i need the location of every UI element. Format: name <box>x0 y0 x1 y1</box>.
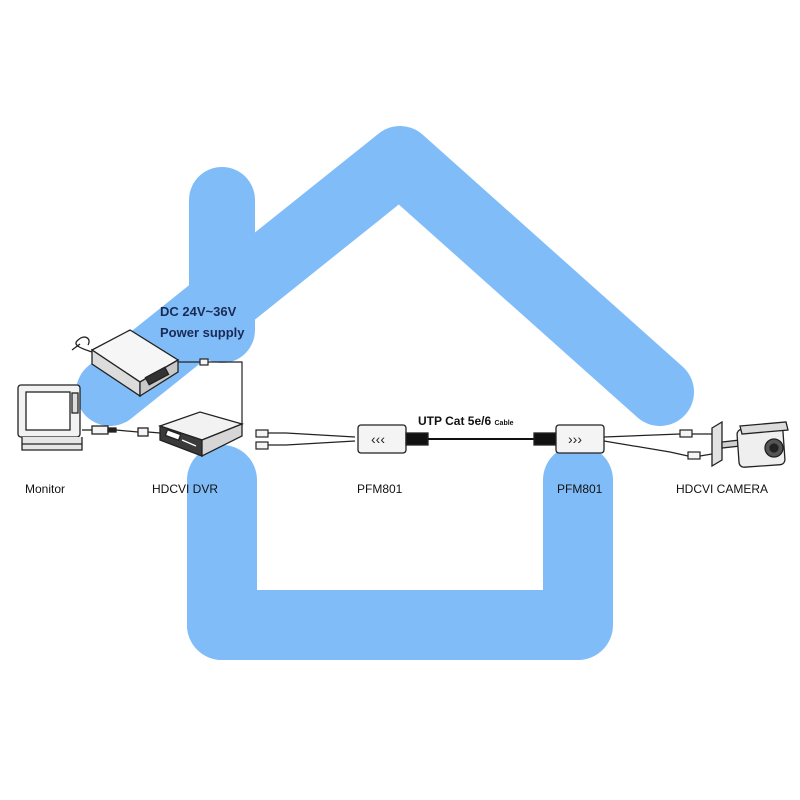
label-monitor: Monitor <box>25 482 66 496</box>
dvr-recorder-icon <box>157 411 245 458</box>
cable-label: UTP Cat 5e/6 Cable <box>418 414 514 428</box>
video-balun-icon: ‹‹‹ <box>357 424 429 454</box>
label-balun-right: PFM801 <box>557 482 603 496</box>
crt-monitor-icon <box>17 384 83 451</box>
svg-text:›››: ››› <box>568 431 582 447</box>
bullet-camera-icon <box>711 420 789 468</box>
power-adapter-icon <box>71 329 180 398</box>
video-balun-icon: ››› <box>533 424 605 454</box>
dvr-output-cables <box>255 429 356 450</box>
house-outline-icon <box>76 126 694 660</box>
label-camera: HDCVI CAMERA <box>676 482 769 496</box>
power-cable <box>178 358 243 426</box>
label-dvr: HDCVI DVR <box>152 482 219 496</box>
label-balun-left: PFM801 <box>357 482 403 496</box>
psu-label-voltage: DC 24V~36V <box>160 304 237 319</box>
cable-label-suffix: Cable <box>494 420 514 427</box>
svg-text:‹‹‹: ‹‹‹ <box>371 431 385 447</box>
psu-label-name: Power supply <box>160 325 245 340</box>
monitor-cable <box>82 425 161 437</box>
cable-label-main: UTP Cat 5e/6 <box>418 414 492 428</box>
camera-cables <box>603 429 713 460</box>
